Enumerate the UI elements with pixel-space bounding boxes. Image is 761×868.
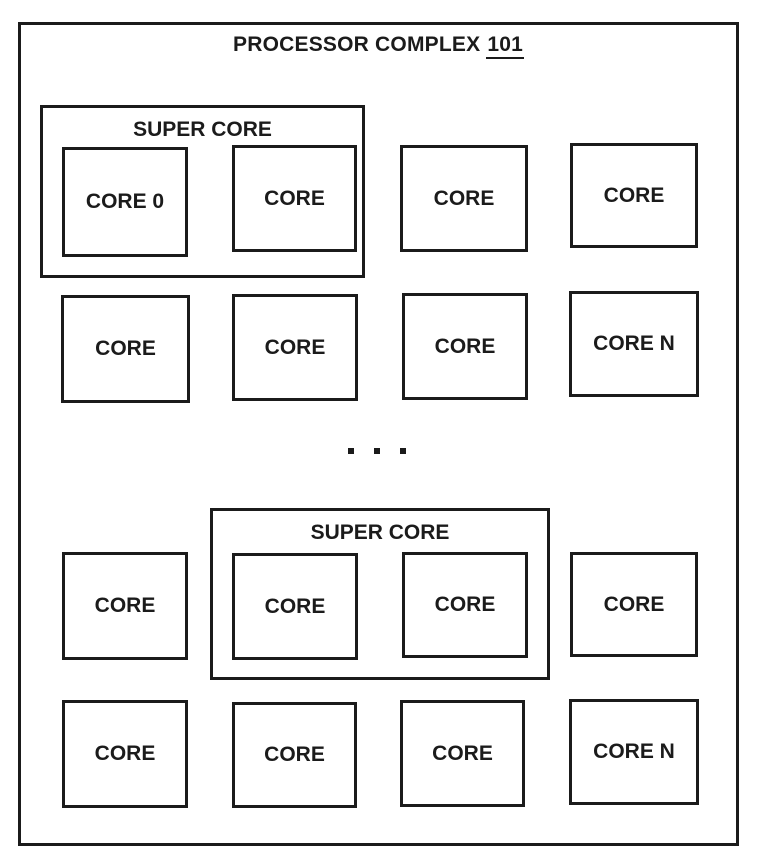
core-label: CORE (264, 335, 326, 359)
core-label: CORE (433, 186, 495, 210)
super-core-group-top: SUPER CORE CORE 0 CORE (40, 105, 365, 278)
core-label: CORE (432, 741, 493, 765)
core-label: CORE (603, 592, 665, 616)
core-label: CORE 0 (85, 190, 165, 213)
core-label: CORE (264, 186, 325, 210)
core-label: CORE (94, 742, 156, 765)
core-label: CORE (94, 594, 156, 617)
core-label: CORE N (593, 740, 675, 763)
core-label: CORE (95, 337, 156, 360)
ellipsis-dots (348, 448, 406, 454)
core-box: CORE (232, 145, 357, 252)
core-box: CORE (62, 552, 188, 660)
core-label: CORE (603, 183, 665, 207)
ellipsis-dot (400, 448, 406, 454)
core-box: CORE (570, 143, 698, 248)
ellipsis-dot (374, 448, 380, 454)
super-core-group-bottom: SUPER CORE CORE CORE (210, 508, 550, 680)
figure-title-reference-number: 101 (486, 34, 524, 59)
core-label: CORE N (593, 332, 675, 355)
super-core-label: SUPER CORE (133, 118, 272, 141)
core-label: CORE (264, 594, 326, 618)
figure-title-text: PROCESSOR COMPLEX (233, 33, 481, 56)
core-label: CORE (434, 334, 496, 358)
core-box-core-0: CORE 0 (62, 147, 188, 257)
core-box: CORE (232, 294, 358, 401)
core-box: CORE (62, 700, 188, 808)
core-box: CORE (400, 145, 528, 252)
core-box: CORE (402, 552, 528, 658)
super-core-label: SUPER CORE (310, 521, 450, 544)
ellipsis-dot (348, 448, 354, 454)
core-box: CORE (402, 293, 528, 400)
core-box: CORE (232, 702, 357, 808)
core-label: CORE (434, 593, 496, 616)
core-box: CORE (232, 553, 358, 660)
core-label: CORE (264, 743, 325, 766)
core-box-core-n: CORE N (569, 291, 699, 397)
core-box: CORE (570, 552, 698, 657)
core-box-core-n: CORE N (569, 699, 699, 805)
core-box: CORE (400, 700, 525, 807)
core-box: CORE (61, 295, 190, 403)
